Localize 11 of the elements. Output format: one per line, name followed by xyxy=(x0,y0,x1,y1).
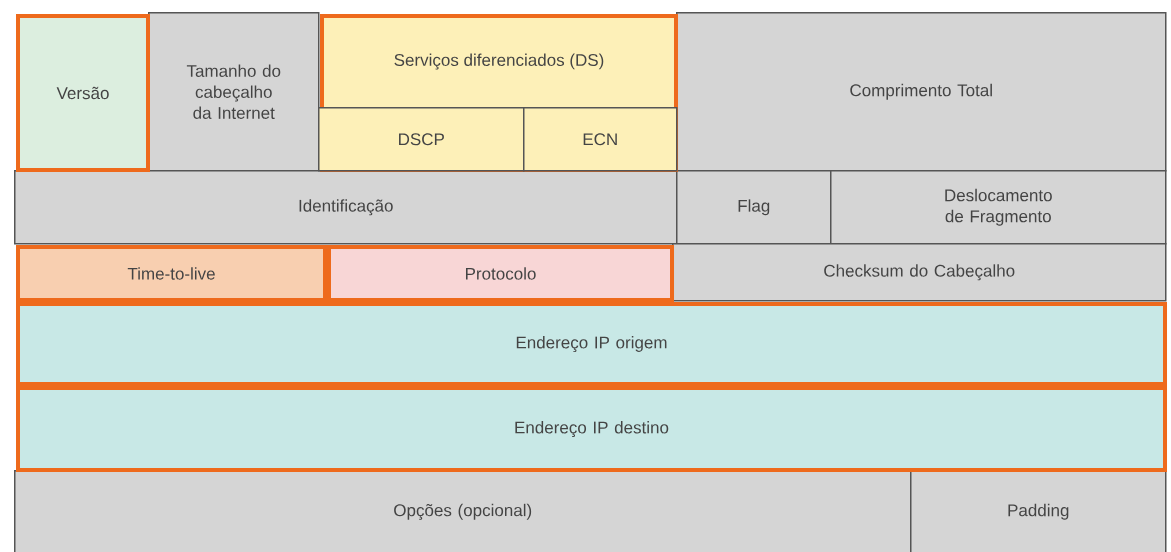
node-label: Opções (opcional) xyxy=(394,503,532,520)
field-box: ECN xyxy=(523,107,678,172)
field-box: DSCP xyxy=(318,107,525,172)
field-box: Time-to-live xyxy=(16,245,327,302)
field-box: Tamanho do cabeçalho da Internet xyxy=(148,12,320,172)
field-box: Versão xyxy=(16,14,150,172)
field-box: Endereço IP destino xyxy=(16,386,1167,472)
field-box: Padding xyxy=(910,470,1167,552)
field-box: Protocolo xyxy=(327,245,674,302)
field-box: Flag xyxy=(676,170,832,245)
field-box: Endereço IP origem xyxy=(16,302,1167,386)
